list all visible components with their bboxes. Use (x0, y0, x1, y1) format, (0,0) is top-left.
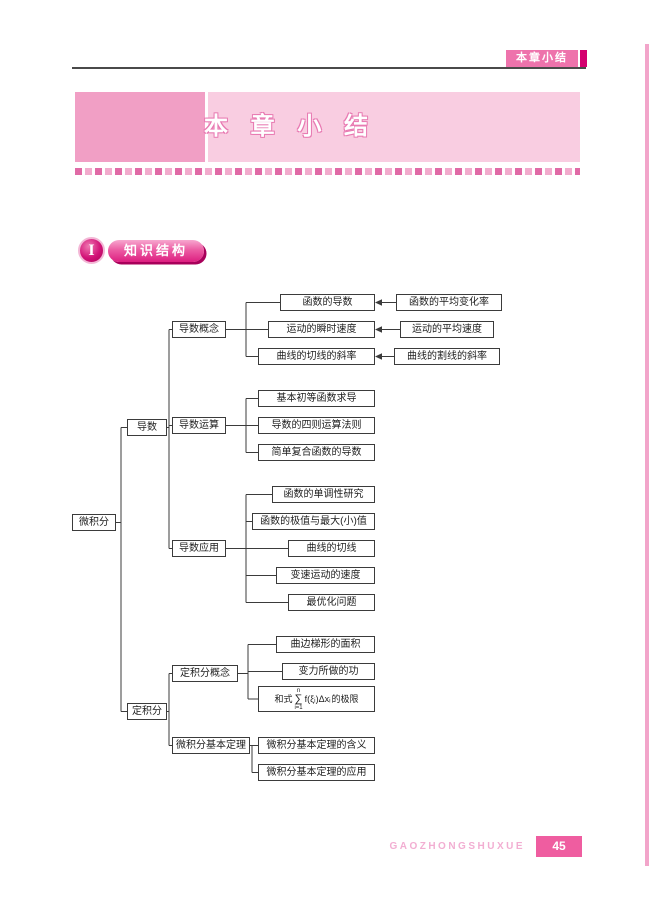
banner-left-block (75, 92, 205, 162)
sum-body: f(ξᵢ)Δxᵢ (304, 693, 331, 704)
footer-watermark: GAOZHONGSHUXUE (389, 841, 525, 852)
node-four-operations-rules: 导数的四则运算法则 (258, 417, 375, 434)
page-edge-bar (645, 44, 649, 866)
node-instant-velocity: 运动的瞬时速度 (268, 321, 375, 338)
node-fundamental-theorem: 微积分基本定理 (172, 737, 250, 754)
header-rule (72, 67, 586, 69)
node-variable-force-work: 变力所做的功 (282, 663, 375, 680)
chapter-title: 本 章 小 结 (203, 113, 376, 140)
node-extrema: 函数的极值与最大(小)值 (252, 513, 375, 530)
node-riemann-sum-limit: 和式 n ∑ i=1 f(ξᵢ)Δxᵢ 的极限 (258, 686, 375, 712)
banner-right-block (208, 92, 580, 162)
sigma-notation: n ∑ i=1 (294, 688, 302, 711)
section-title-pill: 知识结构 (108, 240, 204, 262)
dotted-divider (75, 168, 580, 175)
node-avg-change-rate: 函数的平均变化率 (396, 294, 502, 311)
node-calculus: 微积分 (72, 514, 116, 531)
node-derivative: 导数 (127, 419, 167, 436)
chapter-banner: 本 章 小 结 (75, 92, 580, 162)
node-function-derivative: 函数的导数 (280, 294, 375, 311)
sum-prefix: 和式 (274, 693, 293, 704)
node-derivative-concept: 导数概念 (172, 321, 226, 338)
node-theorem-meaning: 微积分基本定理的含义 (258, 737, 375, 754)
sigma-symbol: ∑ (294, 692, 303, 705)
node-curve-tangent: 曲线的切线 (288, 540, 375, 557)
section-number-badge: I (78, 237, 105, 264)
node-variable-motion-velocity: 变速运动的速度 (276, 567, 375, 584)
node-curved-trapezoid-area: 曲边梯形的面积 (276, 636, 375, 653)
node-derivative-applications: 导数应用 (172, 540, 226, 557)
node-basic-elementary-derivatives: 基本初等函数求导 (258, 390, 375, 407)
node-secant-slope: 曲线的割线的斜率 (394, 348, 500, 365)
node-integral-concept: 定积分概念 (172, 665, 238, 682)
node-optimization: 最优化问题 (288, 594, 375, 611)
node-definite-integral: 定积分 (127, 703, 167, 720)
page-number: 45 (536, 836, 582, 857)
node-derivative-operations: 导数运算 (172, 417, 226, 434)
chapter-summary-tab: 本章小结 (506, 50, 578, 67)
sum-suffix: 的极限 (331, 693, 359, 704)
node-avg-velocity: 运动的平均速度 (400, 321, 494, 338)
node-composite-derivatives: 简单复合函数的导数 (258, 444, 375, 461)
node-monotonicity: 函数的单调性研究 (272, 486, 375, 503)
sigma-upper-limit: n (296, 687, 301, 694)
header-accent-square (580, 50, 587, 67)
sigma-lower-limit: i=1 (294, 704, 303, 711)
node-theorem-application: 微积分基本定理的应用 (258, 764, 375, 781)
node-tangent-slope: 曲线的切线的斜率 (258, 348, 375, 365)
